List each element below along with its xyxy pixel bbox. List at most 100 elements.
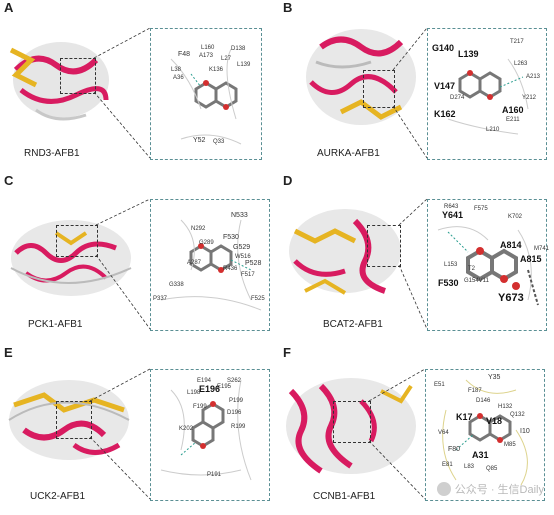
residue-label: E211 <box>506 117 520 123</box>
residue-label: L160 <box>201 45 215 51</box>
zoom-lines <box>368 368 426 500</box>
residue-label: K17 <box>456 412 473 422</box>
residue-label: P528 <box>245 260 262 267</box>
panel-letter: C <box>4 173 14 188</box>
interaction-inset: E194 L198 E196 E195 S262 F199 P199 K202 … <box>150 369 270 501</box>
protein-structure-image <box>306 29 416 125</box>
residue-label: L27 <box>221 56 232 62</box>
residue-label: N292 <box>191 226 206 232</box>
residue-label: N533 <box>231 212 248 219</box>
residue-label: A814 <box>500 240 522 250</box>
residue-label: V18 <box>486 416 503 426</box>
panel-c: C N533 N292 F530 G289 G529 A287 W516 P52… <box>0 173 277 343</box>
panel-caption: AURKA-AFB1 <box>317 148 380 159</box>
residue-label: Y212 <box>522 95 537 101</box>
residue-label: A31 <box>472 450 489 460</box>
residue-label: T217 <box>510 39 524 45</box>
residue-label: G529 <box>233 244 251 251</box>
residue-label: T2 <box>468 266 476 272</box>
residue-label: F530 <box>438 278 459 288</box>
interaction-inset: N533 N292 F530 G289 G529 A287 W516 P528 … <box>150 199 270 331</box>
selection-box <box>56 401 92 439</box>
residue-label: H132 <box>498 404 513 410</box>
residue-label: K702 <box>508 214 523 220</box>
panel-b: B G140 L139 T217 L263 A213 V147 D274 Y21… <box>277 0 554 170</box>
residue-label: L139 <box>458 49 479 59</box>
residue-label: Q132 <box>510 412 525 418</box>
residue-label: R199 <box>231 424 246 430</box>
ligand-molecule <box>442 379 528 486</box>
residue-label: R436 <box>223 266 238 272</box>
interaction-inset: R643 Y641 F575 K702 A814 M741 A815 L153 … <box>427 199 550 331</box>
residue-label: L153 <box>444 262 458 268</box>
residue-label: M741 <box>534 246 550 252</box>
zoom-lines <box>93 27 151 159</box>
panel-caption: CCNB1-AFB1 <box>313 491 376 502</box>
residue-label: M85 <box>504 442 516 448</box>
panel-f: F Y35 E51 F187 D146 H132 K17 V18 Q132 V6… <box>277 345 554 515</box>
residue-label: P199 <box>229 398 244 404</box>
panel-a: A F48 L38 A36 L160 A173 D138 L27 K136 L1… <box>0 0 277 170</box>
residue-label: D138 <box>231 46 246 52</box>
residue-label: A213 <box>526 74 541 80</box>
residue-label: A815 <box>520 254 542 264</box>
residue-label: Y673 <box>498 292 524 304</box>
protein-structure-image <box>289 209 401 295</box>
residue-label: F525 <box>251 296 265 302</box>
watermark: 公众号 · 生信Daily <box>436 481 544 497</box>
ligand-molecule <box>160 379 252 481</box>
residue-label: E196 <box>199 384 221 394</box>
residue-label: I10 <box>520 428 530 435</box>
residue-label: A36 <box>173 75 184 81</box>
residue-label: V147 <box>434 81 456 91</box>
residue-label: D146 <box>476 398 491 404</box>
ligand-molecule <box>437 226 539 306</box>
panel-caption: RND3-AFB1 <box>24 148 80 159</box>
residue-label: K202 <box>179 426 194 432</box>
panel-letter: E <box>4 345 13 360</box>
residue-label: F517 <box>241 272 255 278</box>
residue-label: S262 <box>227 378 242 384</box>
residue-label: L210 <box>486 127 500 133</box>
selection-box <box>333 401 371 443</box>
residue-label: R643 <box>444 204 459 210</box>
selection-box <box>56 225 98 257</box>
residue-label: P337 <box>153 296 168 302</box>
residue-label: G154V11 <box>464 278 489 284</box>
residue-label: W516 <box>235 254 251 260</box>
residue-label: A173 <box>199 53 214 59</box>
residue-label: G338 <box>169 282 184 288</box>
residue-label: Q85 <box>486 466 498 472</box>
panel-e: E E194 L198 E196 E195 S262 F199 P199 K20… <box>0 345 277 515</box>
residue-label: A287 <box>187 260 202 266</box>
residue-label: Q33 <box>213 139 225 145</box>
residue-label: Y35 <box>488 374 501 381</box>
residue-label: K162 <box>434 109 456 119</box>
protein-structure-image <box>9 42 109 121</box>
residue-label: F530 <box>223 234 239 241</box>
panel-caption: PCK1-AFB1 <box>28 319 83 330</box>
residue-label: G140 <box>432 43 455 53</box>
wechat-icon <box>436 482 451 496</box>
protein-structure-image <box>8 380 130 460</box>
residue-label: L198 <box>187 390 201 396</box>
interaction-inset: G140 L139 T217 L263 A213 V147 D274 Y212 … <box>427 28 547 160</box>
residue-label: E195 <box>217 384 232 390</box>
zoom-lines <box>95 198 151 330</box>
ligand-molecule <box>160 219 262 311</box>
residue-label: F575 <box>474 206 488 212</box>
panel-letter: F <box>283 345 291 360</box>
zoom-lines <box>392 27 428 159</box>
residue-label: D274 <box>450 95 465 101</box>
zoom-lines <box>89 368 151 500</box>
residue-label: V64 <box>438 430 449 436</box>
residue-label: E81 <box>442 462 453 468</box>
residue-label: L263 <box>514 61 528 67</box>
panel-caption: UCK2-AFB1 <box>30 491 86 502</box>
panel-letter: A <box>4 0 14 15</box>
residue-label: D196 <box>227 410 242 416</box>
residue-label: K136 <box>209 67 224 73</box>
residue-label: F187 <box>468 388 482 394</box>
panel-d: D R643 Y641 F575 K702 A814 M741 A815 L15… <box>277 173 554 343</box>
residue-label: F199 <box>193 404 207 410</box>
